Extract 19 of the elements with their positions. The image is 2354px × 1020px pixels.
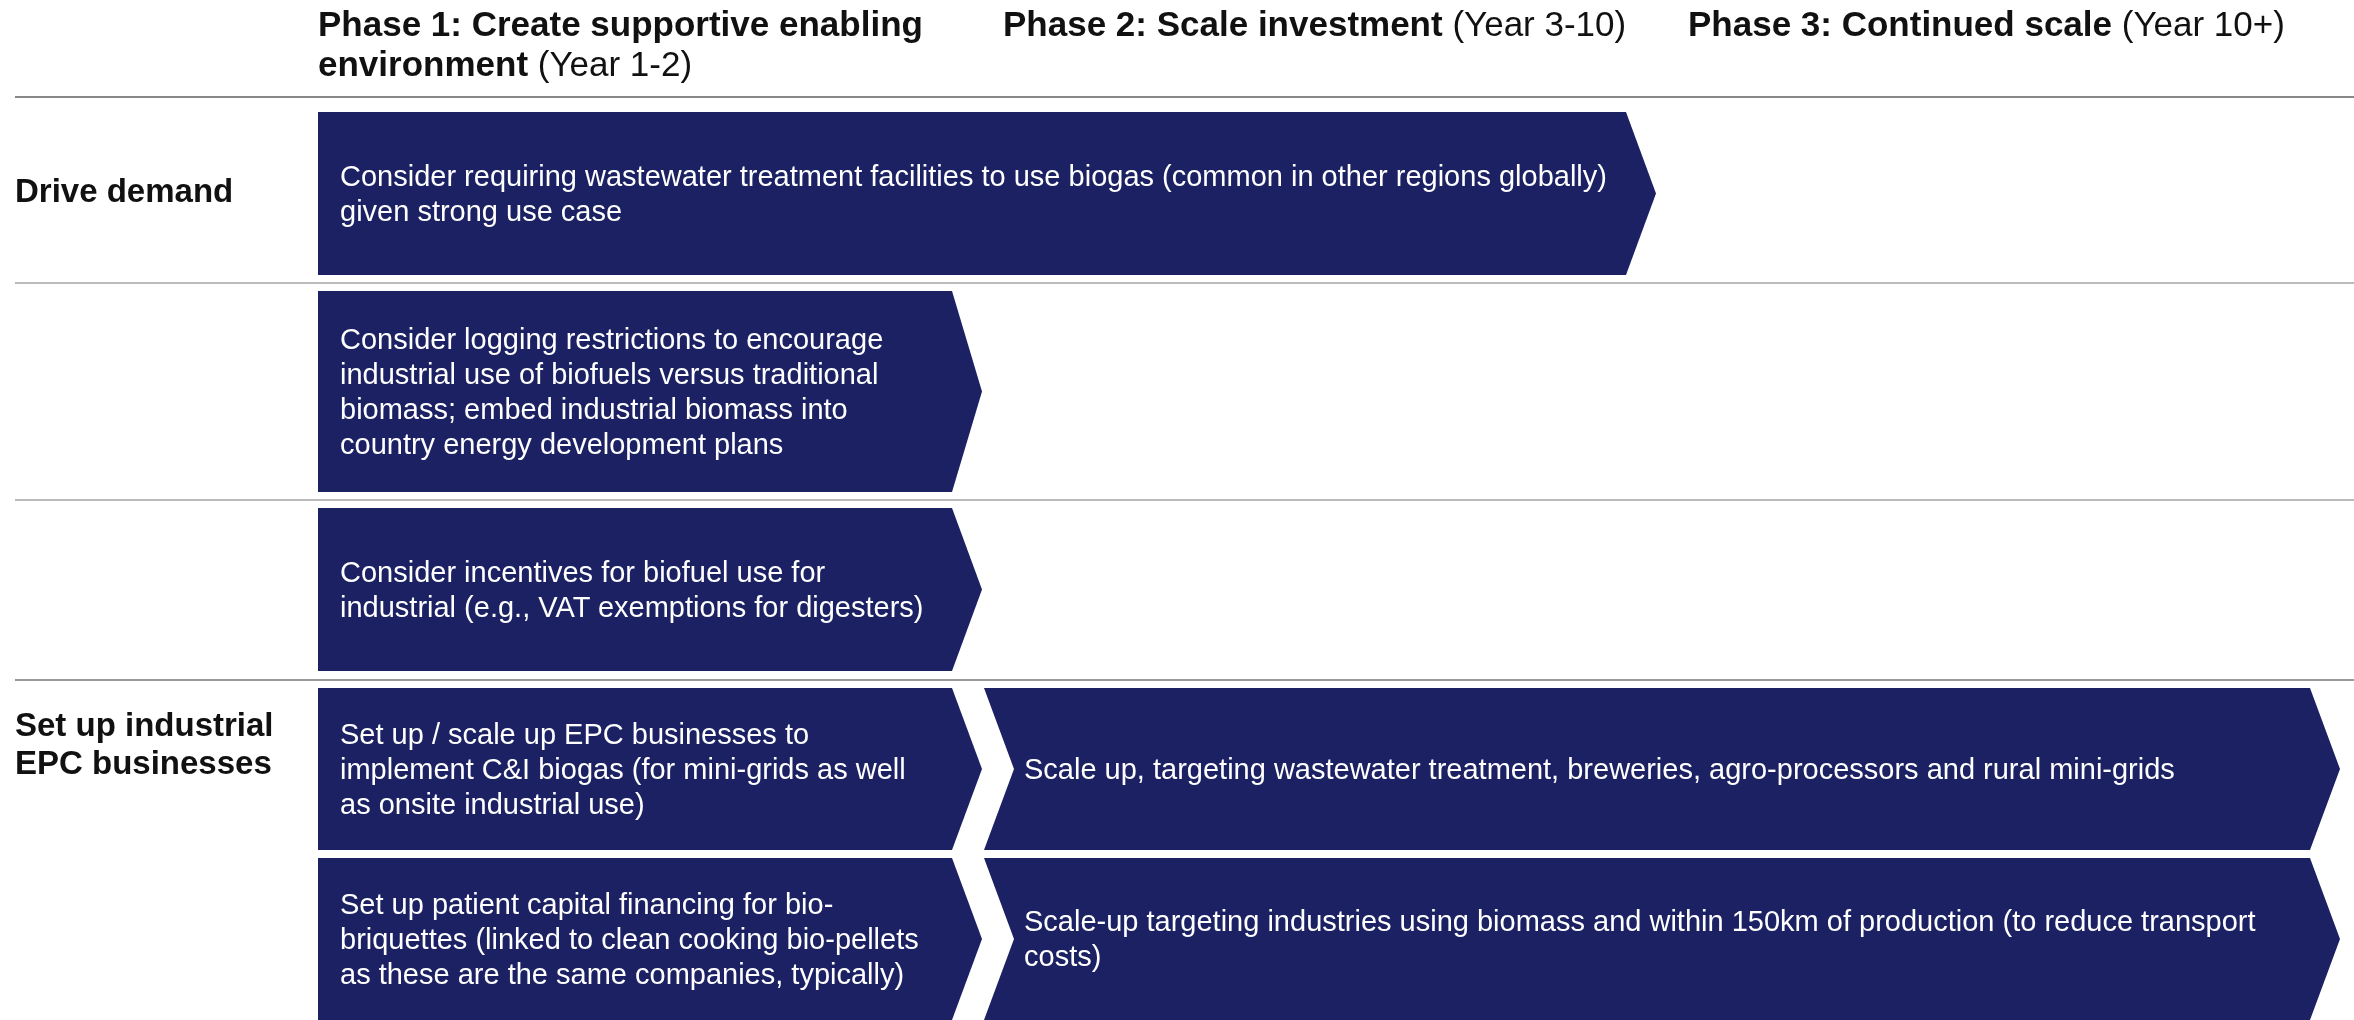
- phase-heading: Phase 2: Scale investment (Year 3-10): [1003, 4, 1628, 44]
- chevron-shape: [318, 291, 982, 492]
- chevron-text: Consider logging restrictions to encourage industrial use of biofuels versus traditional biomass; embed industrial biomass into country energy development plans: [340, 321, 885, 462]
- row-heading: Drive demand: [15, 172, 235, 210]
- phase-heading: Phase 3: Continued scale (Year 10+): [1688, 4, 2286, 44]
- phase-heading: Phase 1: Create supportive enabling environment (Year 1-2): [318, 4, 924, 84]
- chevron-shape: [984, 858, 2340, 1020]
- chevron-text: Consider incentives for biofuel use for industrial (e.g., VAT exemptions for digesters): [340, 554, 925, 625]
- row-heading: Set up industrial EPC businesses: [15, 706, 275, 782]
- chevron-text: Set up / scale up EPC businesses to implement C&I biogas (for mini-grids as well as onsite industrial use): [340, 716, 907, 822]
- chevron-shape: [318, 858, 982, 1020]
- chevron-text: Scale up, targeting wastewater treatment, breweries, agro-processors and rural mini-grids: [1024, 751, 2176, 787]
- chevron-text: Set up patient capital financing for bio-briquettes (linked to clean cooking bio-pellets as these are the same companies, typically): [340, 886, 920, 992]
- chevron-shape: [318, 508, 982, 671]
- chevron-shape: [318, 112, 1656, 275]
- chevron-shape: [318, 688, 982, 850]
- chevron-text: Consider requiring wastewater treatment facilities to use biogas (common in other regions globally) given strong use case: [340, 158, 1608, 229]
- chevron-shape: [984, 688, 2340, 850]
- chevron-text: Scale-up targeting industries using biomass and within 150km of production (to reduce transport costs): [1024, 904, 2257, 974]
